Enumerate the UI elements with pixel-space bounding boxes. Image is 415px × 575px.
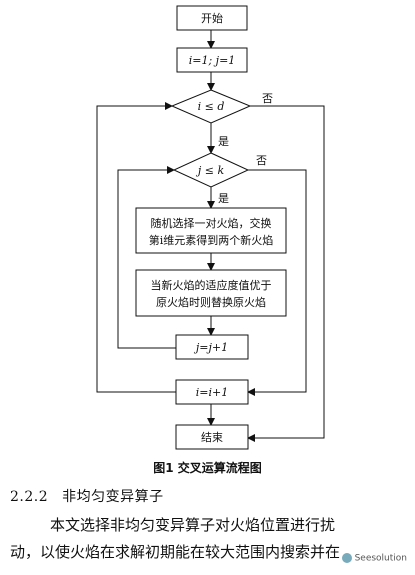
watermark-text: Seesolution — [354, 553, 407, 564]
watermark-logo-icon — [341, 553, 352, 563]
incr-j-node — [175, 334, 249, 360]
start-node — [176, 5, 248, 31]
cond-j-node — [172, 152, 250, 188]
cond-j-label: j ≤ k — [195, 164, 225, 177]
incr-j-label: j=j+1 — [193, 341, 228, 354]
cond-i-node — [170, 89, 252, 124]
replace-label-2: 原火焰时则替换原火焰 — [156, 295, 266, 309]
paragraph-line-1: 本文选择非均匀变异算子对火焰位置进行扰 — [50, 516, 336, 534]
end-label: 结束 — [201, 431, 223, 444]
section-title: 非均匀变异算子 — [62, 489, 164, 505]
incr-i-label: i=i+1 — [196, 386, 228, 399]
start-label: 开始 — [201, 11, 223, 25]
no-label-j: 否 — [256, 154, 267, 167]
init-node — [176, 47, 248, 73]
section-heading: 2.2.2 非均匀变异算子 — [10, 486, 164, 506]
edge-incri-loop — [96, 102, 176, 393]
replace-label-1: 当新火焰的适应度值优于 — [151, 278, 272, 292]
edge-incrj-loop — [117, 166, 176, 349]
incr-i-node — [175, 379, 249, 405]
watermark: Seesolution — [341, 553, 407, 564]
yes-label-j: 是 — [218, 192, 229, 205]
edge-condj-no — [247, 169, 307, 396]
no-label-i: 否 — [262, 92, 273, 105]
select-node — [135, 207, 287, 254]
replace-node — [135, 269, 287, 317]
select-label-1: 随机选择一对火焰，交换 — [151, 216, 272, 230]
paragraph-line-2: 动，以使火焰在求解初期能在较大范围内搜索并在 — [10, 543, 341, 561]
init-label: i=1; j=1 — [189, 54, 236, 67]
section-number: 2.2.2 — [10, 489, 49, 505]
figure-caption: 图1 交叉运算流程图 — [153, 461, 262, 475]
end-node — [175, 424, 249, 450]
yes-label-i: 是 — [218, 135, 229, 148]
select-label-2: 第i维元素得到两个新火焰 — [149, 233, 274, 247]
flowchart: 开始 i=1; j=1 i ≤ d j ≤ k 随机选择一对火焰，交换 第i维元… — [96, 5, 325, 450]
edge-condi-no — [247, 105, 325, 442]
cond-i-label: i ≤ d — [198, 100, 225, 113]
